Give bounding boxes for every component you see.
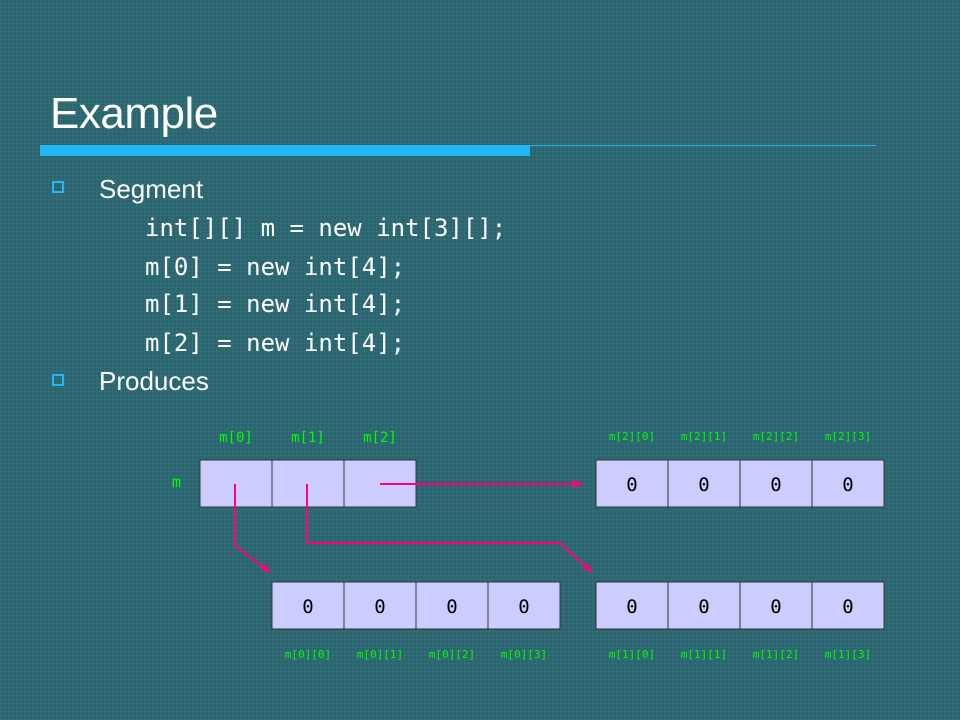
row-1-label: m[1][3] xyxy=(825,648,871,661)
row-2-label: m[2][3] xyxy=(825,430,871,443)
pointer-arrow-m1 xyxy=(306,484,593,573)
row-2-cell xyxy=(739,459,813,508)
row-2-cell xyxy=(811,459,885,508)
pointer-arrow-m0 xyxy=(234,484,271,573)
square-bullet-icon xyxy=(52,374,64,386)
title-underline-thin xyxy=(530,145,876,146)
row-1-cell xyxy=(739,581,813,630)
code-line: m[2] = new int[4]; xyxy=(145,329,406,357)
row-0-label: m[0][3] xyxy=(501,648,547,661)
row-1-label: m[1][1] xyxy=(681,648,727,661)
title-underline-thick xyxy=(40,145,530,156)
row-2-value: 0 xyxy=(626,474,637,496)
row-0-cell xyxy=(487,581,561,630)
row-0-label: m[0][2] xyxy=(429,648,475,661)
row-0-value: 0 xyxy=(302,596,313,618)
row-2-label: m[2][0] xyxy=(609,430,655,443)
outer-array-label: m[0] xyxy=(219,430,253,446)
row-0-value: 0 xyxy=(374,596,385,618)
row-0-label: m[0][1] xyxy=(357,648,403,661)
outer-array-label: m[2] xyxy=(363,430,397,446)
row-2-label: m[2][2] xyxy=(753,430,799,443)
row-1-value: 0 xyxy=(626,596,637,618)
code-line: m[0] = new int[4]; xyxy=(145,253,406,281)
row-1-value: 0 xyxy=(770,596,781,618)
outer-array-label: m[1] xyxy=(291,430,325,446)
bullet-produces: Produces xyxy=(99,366,209,396)
row-1-value: 0 xyxy=(842,596,853,618)
code-line: int[][] m = new int[3][]; xyxy=(145,214,507,242)
row-2-cell xyxy=(667,459,741,508)
row-0-label: m[0][0] xyxy=(285,648,331,661)
code-line: m[1] = new int[4]; xyxy=(145,290,406,318)
row-0-cell xyxy=(415,581,489,630)
row-1-label: m[1][2] xyxy=(753,648,799,661)
row-2-value: 0 xyxy=(842,474,853,496)
row-1-cell xyxy=(811,581,885,630)
slide-title: Example xyxy=(50,89,218,138)
row-2-value: 0 xyxy=(698,474,709,496)
row-2-value: 0 xyxy=(770,474,781,496)
row-1-value: 0 xyxy=(698,596,709,618)
variable-label: m xyxy=(172,473,181,491)
bullet-segment: Segment xyxy=(99,174,204,204)
row-0-cell xyxy=(343,581,417,630)
row-1-label: m[1][0] xyxy=(609,648,655,661)
row-2-label: m[2][1] xyxy=(681,430,727,443)
row-1-cell xyxy=(595,581,669,630)
row-0-value: 0 xyxy=(446,596,457,618)
row-2-cell xyxy=(595,459,669,508)
square-bullet-icon xyxy=(52,181,64,193)
row-0-cell xyxy=(271,581,345,630)
row-0-value: 0 xyxy=(518,596,529,618)
